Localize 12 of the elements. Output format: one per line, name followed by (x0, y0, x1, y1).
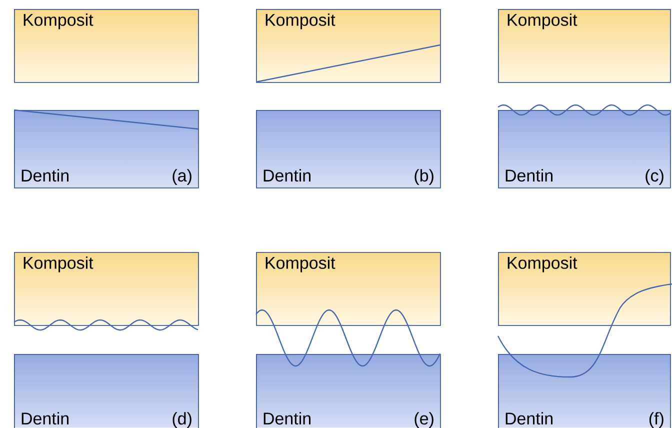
dentin-box: Dentin (f) (498, 354, 671, 428)
composite-box: Komposit (256, 9, 441, 83)
composite-box: Komposit (498, 9, 671, 83)
dentin-box: Dentin (c) (498, 110, 671, 188)
dentin-box: Dentin (d) (14, 354, 199, 428)
composite-box: Komposit (14, 252, 199, 326)
dentin-box: Dentin (b) (256, 110, 441, 188)
composite-box: Komposit (14, 9, 199, 83)
dentin-box: Dentin (a) (14, 110, 199, 188)
composite-box: Komposit (498, 252, 671, 326)
composite-box: Komposit (256, 252, 441, 326)
dentin-box: Dentin (e) (256, 354, 441, 428)
